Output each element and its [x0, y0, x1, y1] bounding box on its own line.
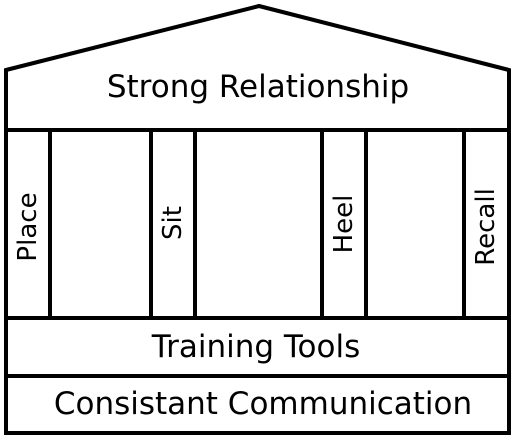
roof-label: Strong Relationship — [107, 69, 409, 105]
foundation-label: Consistant Communication — [54, 386, 472, 422]
beam-label: Training Tools — [151, 329, 361, 365]
roof-shape — [3, 3, 511, 132]
foundation — [4, 374, 511, 435]
pillar-label-sit: Sit — [158, 206, 188, 240]
pillar-recall — [462, 128, 511, 320]
pillar-label-place: Place — [13, 192, 43, 261]
pillar-label-recall: Recall — [471, 188, 501, 266]
pillar-label-heel: Heel — [329, 195, 359, 254]
pillar-band — [4, 128, 511, 320]
